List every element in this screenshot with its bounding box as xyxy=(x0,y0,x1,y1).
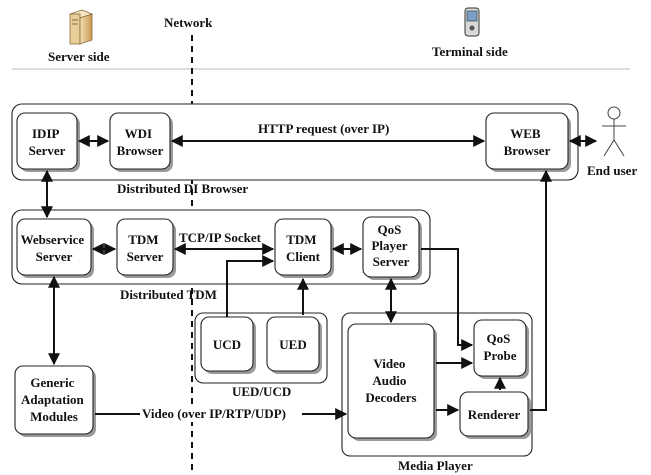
qos-player-server-label: QoS Player Server xyxy=(371,222,410,269)
idip-server-box xyxy=(16,112,78,170)
renderer-webbrowser-arrow xyxy=(530,169,552,411)
server-side-label: Server side xyxy=(48,49,110,64)
renderer-box xyxy=(459,391,529,437)
end-user-label: End user xyxy=(587,163,637,178)
generic-adaptation-modules-box xyxy=(14,365,94,435)
idip-server-label: IDIP Server xyxy=(29,126,66,158)
http-request-label: HTTP request (over IP) xyxy=(258,121,389,136)
tdm-server-box xyxy=(116,218,174,276)
terminal-side-label: Terminal side xyxy=(432,44,508,59)
group-label-di-browser: Distributed DI Browser xyxy=(117,181,248,196)
video-stream-label: Video (over IP/RTP/UDP) xyxy=(142,406,286,421)
end-user-icon xyxy=(602,106,626,157)
renderer-label: Renderer xyxy=(468,407,521,422)
video-audio-decoders-label: Video Audio Decoders xyxy=(365,356,416,405)
network-label: Network xyxy=(164,15,213,30)
tdm-client-label: TDM Client xyxy=(286,232,321,264)
tdm-server-label: TDM Server xyxy=(127,232,164,264)
web-browser-label: WEB Browser xyxy=(504,126,551,158)
tcp-ip-socket-label: TCP/IP Socket xyxy=(179,230,262,245)
tdm-client-box xyxy=(274,218,332,276)
wdi-browser-label: WDI Browser xyxy=(117,126,164,158)
ued-box xyxy=(266,316,320,372)
video-audio-decoders-box xyxy=(347,323,435,439)
qosplayer-qosprobe-arrow xyxy=(421,248,474,351)
webservice-server-label: Webservice Server xyxy=(21,232,88,264)
group-label-tdm: Distributed TDM xyxy=(120,287,217,302)
ucd-label: UCD xyxy=(213,337,241,352)
qos-probe-box xyxy=(473,319,527,377)
qos-probe-label: QoS Probe xyxy=(484,331,517,363)
qos-player-server-box xyxy=(362,216,420,278)
webservice-server-box xyxy=(16,218,92,276)
ucd-tdmclient-arrow xyxy=(226,255,275,317)
web-browser-box xyxy=(485,112,569,170)
group-label-media-player: Media Player xyxy=(398,458,473,473)
ued-label: UED xyxy=(279,337,306,352)
wdi-browser-box xyxy=(109,112,171,170)
server-icon xyxy=(68,9,94,45)
mobile-phone-icon xyxy=(464,7,480,37)
group-label-ued-ucd: UED/UCD xyxy=(232,384,291,399)
generic-adaptation-modules-label: Generic Adaptation Modules xyxy=(21,375,87,424)
